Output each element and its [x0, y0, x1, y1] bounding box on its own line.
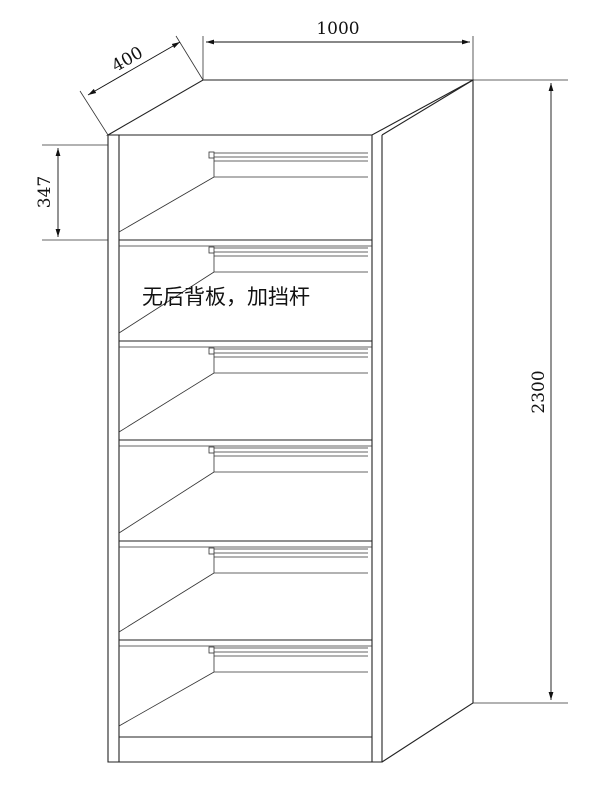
note-text: 无后背板，加挡杆 — [142, 285, 310, 309]
shelf-4 — [118, 439, 372, 534]
shelf-perspective-line — [118, 176, 215, 233]
bar-bracket — [208, 347, 215, 355]
bar-bracket — [208, 646, 215, 654]
dimension-width: 1000 — [202, 19, 474, 80]
shelf-perspective-line — [118, 372, 215, 433]
bar-bracket — [208, 547, 215, 555]
depth-label: 400 — [108, 43, 146, 77]
shelf-perspective-line — [118, 271, 215, 334]
width-label: 1000 — [316, 19, 359, 39]
shelf-perspective-line — [118, 572, 215, 633]
shelf-spacing-label: 347 — [35, 176, 55, 208]
shelf-3 — [118, 340, 372, 433]
side-panel — [381, 79, 474, 763]
shelf-perspective-line — [118, 471, 215, 534]
dimension-height: 2300 — [473, 79, 568, 704]
front-frame — [107, 135, 383, 763]
bar-bracket — [208, 246, 215, 254]
top-face — [105, 79, 474, 136]
dimension-shelf-spacing: 347 — [35, 144, 108, 241]
bar-bracket — [208, 151, 215, 159]
shelves — [118, 151, 372, 727]
dimension-depth: 400 — [79, 35, 204, 136]
cabinet-body — [105, 79, 474, 763]
shelf-5 — [118, 540, 372, 633]
shelf-2 — [118, 239, 372, 334]
shelf-perspective-line — [118, 671, 215, 727]
bar-bracket — [208, 446, 215, 454]
shelf-6 — [118, 639, 372, 727]
height-label: 2300 — [529, 370, 549, 413]
shelf-1 — [118, 151, 368, 233]
